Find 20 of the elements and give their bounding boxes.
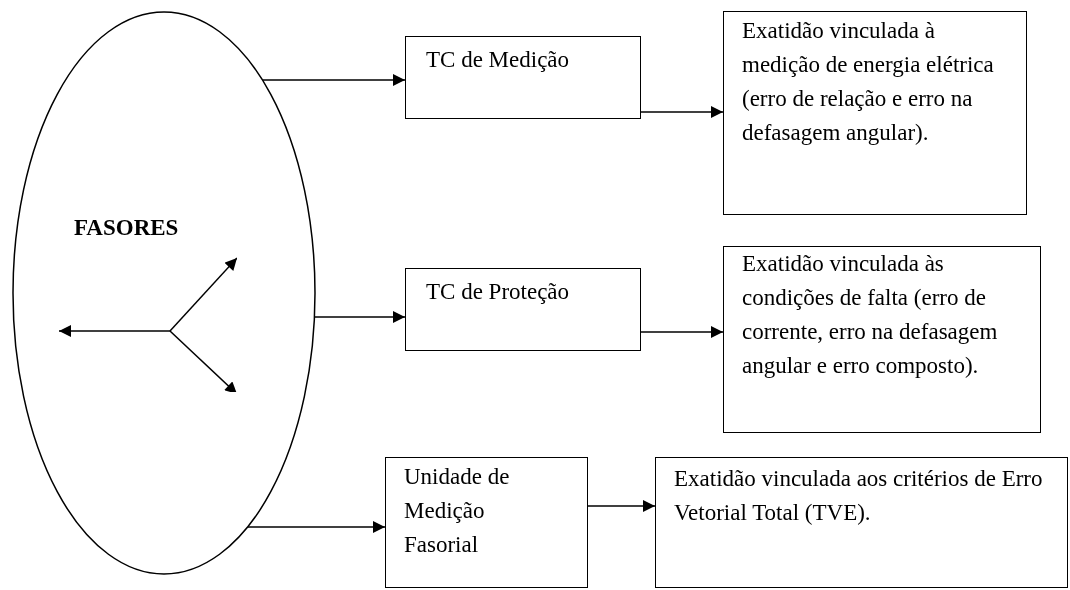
arrow <box>640 106 724 118</box>
node-label: FASORES <box>74 214 180 242</box>
process-box <box>405 268 641 351</box>
process-box <box>405 36 641 119</box>
description-box <box>723 246 1041 433</box>
description-box <box>655 457 1068 588</box>
box-text: TC de Proteção <box>426 278 571 306</box>
arrow <box>261 74 406 86</box>
arrow <box>246 521 386 533</box>
description-box <box>723 11 1027 215</box>
box-text: Exatidão vinculada à medição de energia elétrica (erro de relação e erro na defasagem angular). <box>742 17 995 147</box>
arrow <box>313 311 406 323</box>
box-text: Exatidão vinculada aos critérios de Erro Vetorial Total (TVE). <box>674 465 1044 527</box>
box-text: TC de Medição <box>426 46 571 74</box>
box-text: Exatidão vinculada às condições de falta (erro de corrente, erro na defasagem angular e erro composto). <box>742 250 999 380</box>
box-text: Unidade de Medição Fasorial <box>404 463 511 559</box>
phasor-ellipse <box>12 11 316 575</box>
process-box <box>385 457 588 588</box>
arrow <box>640 326 724 338</box>
arrow <box>587 500 656 512</box>
